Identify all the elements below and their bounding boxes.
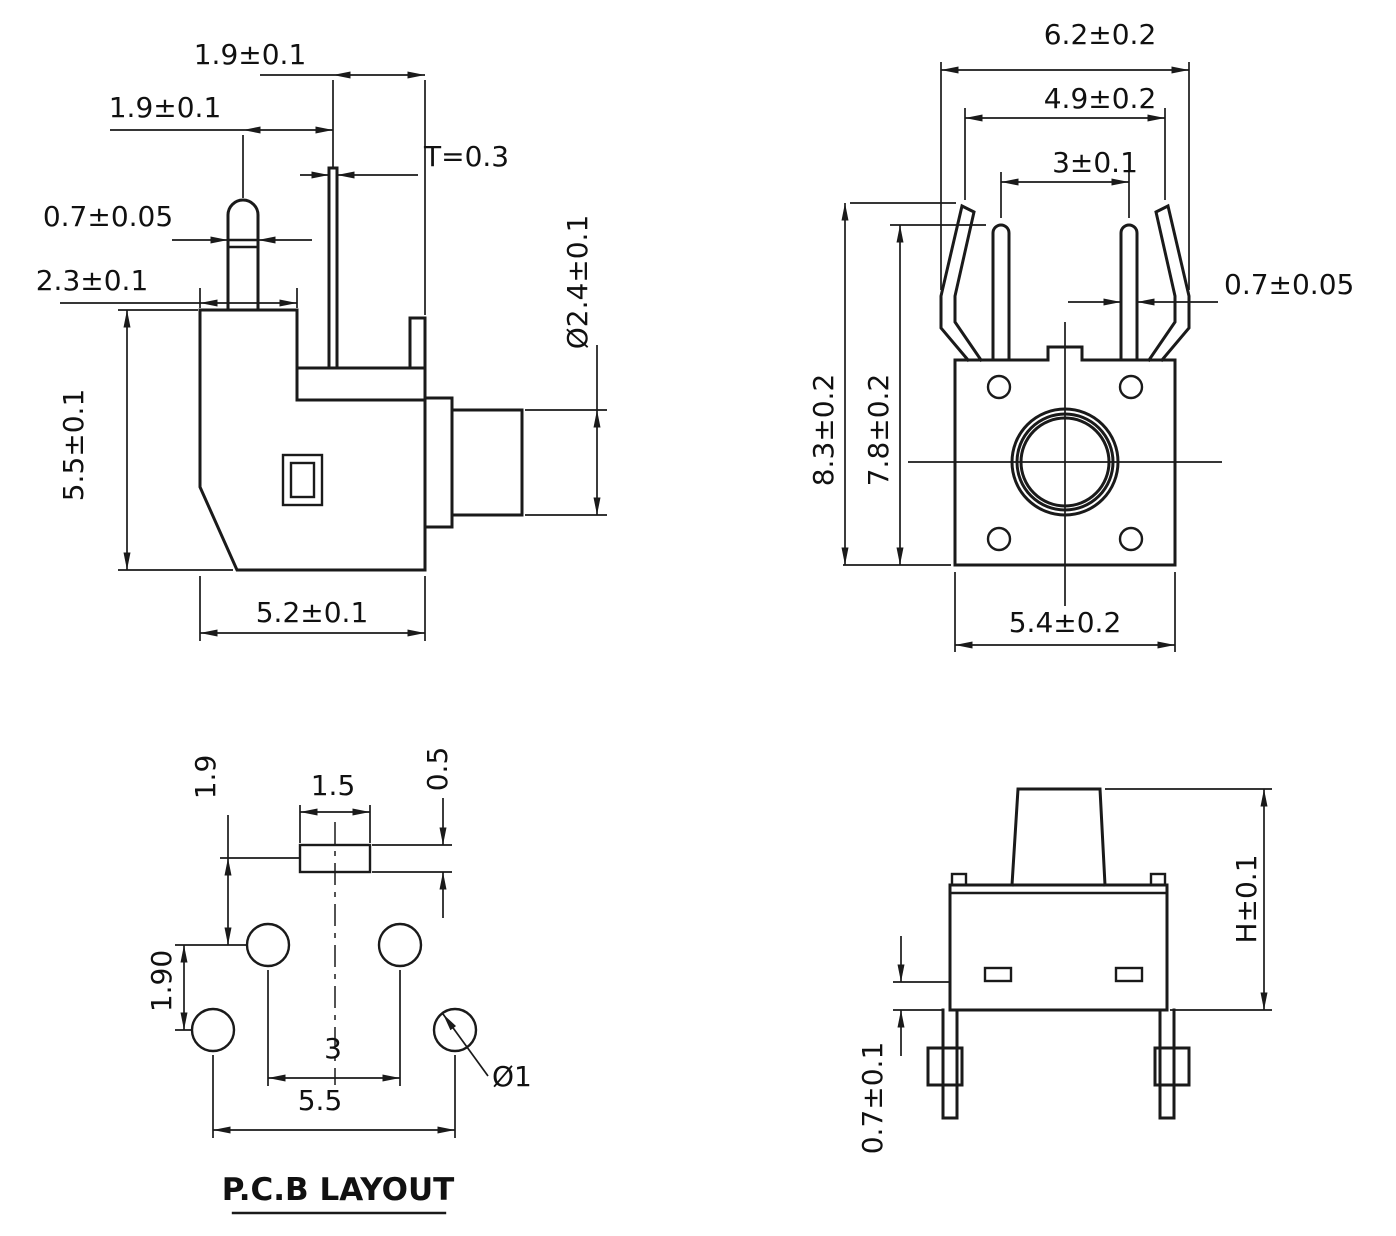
bent-pin — [226, 198, 260, 312]
pcb-hole — [432, 1007, 478, 1053]
mounted-view: H±0.1 0.7±0.1 — [856, 787, 1272, 1155]
bracket-tab — [408, 316, 427, 370]
front-body-outline — [953, 345, 1177, 567]
corner-hole — [986, 526, 1012, 552]
dim-label-slot-height: 0.5 — [421, 747, 454, 792]
side-body-outline — [198, 308, 427, 572]
stake-slot — [1114, 966, 1144, 983]
body-detail-inner — [289, 461, 316, 499]
mounted-extension-lines — [893, 788, 1272, 1011]
dim-label-overall-width: 6.2±0.2 — [1044, 18, 1157, 51]
front-pin-right — [1119, 223, 1139, 362]
dim-label-height: H±0.1 — [1230, 854, 1263, 943]
corner-hole — [986, 374, 1012, 400]
dim-label-body-height: 5.5±0.1 — [57, 389, 90, 502]
front-extension-lines — [843, 62, 1190, 652]
side-view: 1.9±0.1 1.9±0.1 T=0.3 0.7±0.05 2.3±0.1 5… — [36, 38, 607, 641]
dim-label-pin-height: 7.8±0.2 — [862, 374, 895, 487]
stake-slot — [983, 966, 1013, 983]
dim-label-slot-offset: 1.9 — [189, 755, 222, 800]
side-extension-lines — [118, 80, 607, 641]
flat-lead — [327, 166, 339, 370]
pcb-hole — [377, 922, 423, 968]
dim-label-hole-pitch: 3 — [324, 1032, 342, 1065]
dim-label-pin-pitch: 3±0.1 — [1052, 146, 1138, 179]
dim-label-stem-diameter: Ø2.4±0.1 — [561, 215, 594, 350]
dim-label-slot-width: 1.5 — [311, 769, 356, 802]
pcb-layout-view: 1.9 1.5 0.5 1.90 3 5.5 Ø1 P.C.B LAYOUT — [145, 747, 532, 1215]
mounted-body — [948, 883, 1169, 1012]
pcb-slot — [298, 843, 372, 874]
dim-label-lead-offset-left: 1.9±0.1 — [109, 91, 222, 124]
lead-shoulder — [926, 1046, 964, 1087]
bracket-strip — [295, 366, 427, 402]
dim-label-body-width: 5.2±0.1 — [256, 596, 369, 629]
dim-label-overall-height: 8.3±0.2 — [807, 374, 840, 487]
pcb-hole — [245, 922, 291, 968]
mounting-clip-left — [939, 203, 984, 363]
dim-label-edge-to-bracket: 2.3±0.1 — [36, 264, 149, 297]
dim-label-hole-row-spacing: 1.90 — [145, 950, 178, 1012]
body-corner-tab — [950, 872, 968, 887]
front-view: 6.2±0.2 4.9±0.2 3±0.1 0.7±0.05 8.3±0.2 7… — [807, 18, 1354, 652]
pcb-hole — [190, 1007, 236, 1053]
actuator-stem — [450, 408, 524, 517]
dim-label-hole-span: 5.5 — [298, 1084, 343, 1117]
body-corner-tab — [1149, 872, 1167, 887]
mounting-clip-right — [1146, 203, 1191, 363]
stem-flange — [423, 396, 454, 529]
body-detail-outer — [281, 453, 324, 507]
pcb-layout-title: P.C.B LAYOUT — [222, 1172, 455, 1208]
dim-label-hole-diameter: Ø1 — [492, 1060, 532, 1093]
dim-label-standoff: 0.7±0.1 — [856, 1042, 889, 1155]
corner-hole — [1118, 526, 1144, 552]
dim-label-pin-width: 0.7±0.05 — [43, 200, 173, 233]
dim-label-lead-offset-top: 1.9±0.1 — [194, 38, 307, 71]
dim-label-clip-tip-width: 4.9±0.2 — [1044, 82, 1157, 115]
hole-diameter-leader — [442, 1013, 489, 1077]
dim-label-front-pin-width: 0.7±0.05 — [1224, 268, 1354, 301]
dim-label-front-body-width: 5.4±0.2 — [1009, 606, 1122, 639]
dim-label-terminal-thickness: T=0.3 — [423, 140, 509, 173]
corner-hole — [1118, 374, 1144, 400]
center-crosshair — [908, 322, 1222, 606]
pin-notch-lines — [226, 238, 260, 249]
lead-shoulder — [1153, 1046, 1191, 1087]
front-pin-left — [991, 223, 1011, 362]
leads — [941, 1008, 1176, 1120]
mounted-button — [1010, 787, 1107, 887]
